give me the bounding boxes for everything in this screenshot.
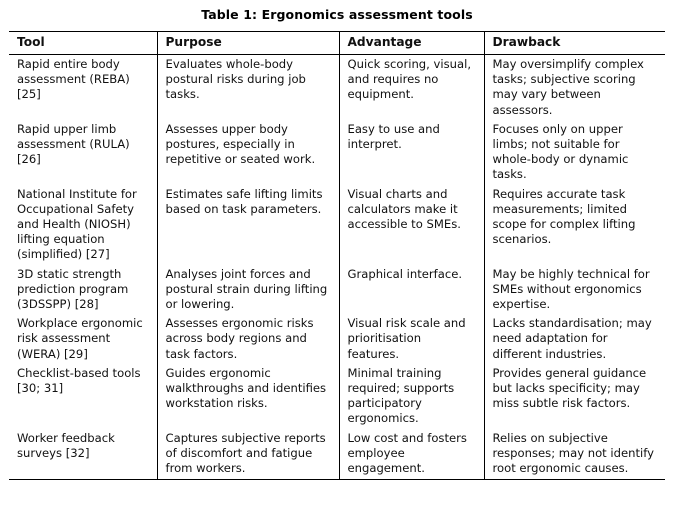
cell-text-purpose: Analyses joint forces and postural strai… <box>165 266 328 312</box>
cell-purpose: Estimates safe lifting limits based on t… <box>156 184 339 265</box>
table-row: Checklist-based tools [30; 31] Guides er… <box>9 363 665 429</box>
cell-tool: Workplace ergonomic risk assessment (WER… <box>9 314 157 364</box>
cell-purpose: Assesses ergonomic risks across body reg… <box>156 314 339 364</box>
cell-text-advantage: Low cost and fosters employee engagement… <box>347 430 467 476</box>
column-header-advantage: Advantage <box>338 31 484 55</box>
cell-text-advantage: Minimal training required; supports part… <box>347 365 455 426</box>
cell-advantage: Quick scoring, visual, and requires no e… <box>338 54 484 120</box>
cell-text-tool: Rapid entire body assessment (REBA) [25] <box>17 57 130 102</box>
cell-advantage: Minimal training required; supports part… <box>338 363 484 429</box>
cell-text-drawback: May oversimplify complex tasks; subjecti… <box>492 57 644 117</box>
cell-text-tool: Rapid upper limb assessment (RULA) [26] <box>17 121 130 167</box>
cell-text-purpose: Assesses ergonomic risks across body reg… <box>165 316 314 361</box>
cell-text-tool: Worker feedback surveys [32] <box>17 430 115 460</box>
cell-purpose: Analyses joint forces and postural strai… <box>156 264 339 315</box>
column-header-drawback: Drawback <box>483 31 665 55</box>
cell-drawback: May be highly technical for SMEs without… <box>483 264 665 315</box>
cell-text-purpose: Captures subjective reports of discomfor… <box>165 430 326 476</box>
cell-text-purpose: Assesses upper body postures, especially… <box>165 121 316 167</box>
cell-text-advantage: Graphical interface. <box>347 266 463 281</box>
cell-drawback: Relies on subjective responses; may not … <box>483 428 665 480</box>
cell-tool: Checklist-based tools [30; 31] <box>9 364 157 429</box>
cell-drawback: Provides general guidance but lacks spec… <box>483 363 665 429</box>
cell-text-tool: Workplace ergonomic risk assessment (WER… <box>17 316 143 361</box>
table-header-row: Tool Purpose Advantage Drawback <box>9 31 665 55</box>
cell-tool: Rapid entire body assessment (REBA) [25] <box>9 55 157 120</box>
cell-drawback: Requires accurate task measurements; lim… <box>483 184 665 265</box>
cell-text-purpose: Guides ergonomic walkthroughs and identi… <box>165 365 327 411</box>
table-body: Rapid entire body assessment (REBA) [25]… <box>9 54 665 480</box>
table-bottom-border <box>9 479 665 481</box>
table-caption: Table 1: Ergonomics assessment tools <box>201 7 473 22</box>
cell-purpose: Guides ergonomic walkthroughs and identi… <box>156 363 339 429</box>
cell-advantage: Visual risk scale and prioritisation fea… <box>338 314 484 364</box>
cell-text-drawback: May be highly technical for SMEs without… <box>492 266 650 312</box>
table-row: Worker feedback surveys [32] Captures su… <box>9 428 665 480</box>
cell-text-tool: Checklist-based tools [30; 31] <box>17 365 141 396</box>
cell-drawback: May oversimplify complex tasks; subjecti… <box>483 54 665 120</box>
cell-advantage: Low cost and fosters employee engagement… <box>338 428 484 480</box>
cell-advantage: Visual charts and calculators make it ac… <box>338 184 484 265</box>
cell-text-advantage: Visual risk scale and prioritisation fea… <box>347 316 466 361</box>
cell-text-drawback: Requires accurate task measurements; lim… <box>492 186 636 247</box>
cell-text-advantage: Visual charts and calculators make it ac… <box>347 186 461 232</box>
cell-text-advantage: Easy to use and interpret. <box>347 121 440 152</box>
ergonomics-assessment-tools-table: Tool Purpose Advantage Drawback Rapid en… <box>9 31 665 480</box>
table-row: Rapid upper limb assessment (RULA) [26] … <box>9 119 665 185</box>
cell-text-drawback: Lacks standardisation; may need adaptati… <box>492 316 652 361</box>
cell-text-drawback: Focuses only on upper limbs; not suitabl… <box>492 121 629 182</box>
cell-advantage: Graphical interface. <box>338 264 484 315</box>
cell-purpose: Evaluates whole-body postural risks duri… <box>156 54 339 120</box>
table-row: Rapid entire body assessment (REBA) [25]… <box>9 54 665 120</box>
table-row: National Institute for Occupational Safe… <box>9 184 665 265</box>
cell-text-purpose: Evaluates whole-body postural risks duri… <box>165 57 306 102</box>
cell-drawback: Lacks standardisation; may need adaptati… <box>483 314 665 364</box>
cell-text-tool: 3D static strength prediction program (3… <box>17 266 129 312</box>
cell-text-drawback: Provides general guidance but lacks spec… <box>492 365 647 411</box>
cell-text-tool: National Institute for Occupational Safe… <box>17 186 137 262</box>
cell-advantage: Easy to use and interpret. <box>338 119 484 185</box>
cell-tool: 3D static strength prediction program (3… <box>9 265 157 315</box>
cell-tool: Worker feedback surveys [32] <box>9 429 157 480</box>
cell-text-purpose: Estimates safe lifting limits based on t… <box>165 186 323 216</box>
cell-purpose: Captures subjective reports of discomfor… <box>156 428 339 480</box>
cell-drawback: Focuses only on upper limbs; not suitabl… <box>483 119 665 185</box>
table-header: Tool Purpose Advantage Drawback <box>9 31 665 55</box>
table-row: 3D static strength prediction program (3… <box>9 264 665 315</box>
table-row: Workplace ergonomic risk assessment (WER… <box>9 314 665 364</box>
column-header-purpose: Purpose <box>156 31 339 55</box>
cell-tool: Rapid upper limb assessment (RULA) [26] <box>9 120 157 185</box>
cell-tool: National Institute for Occupational Safe… <box>9 185 157 265</box>
column-header-tool: Tool <box>9 31 157 55</box>
cell-text-drawback: Relies on subjective responses; may not … <box>492 430 654 476</box>
cell-purpose: Assesses upper body postures, especially… <box>156 119 339 185</box>
cell-text-advantage: Quick scoring, visual, and requires no e… <box>347 57 472 102</box>
